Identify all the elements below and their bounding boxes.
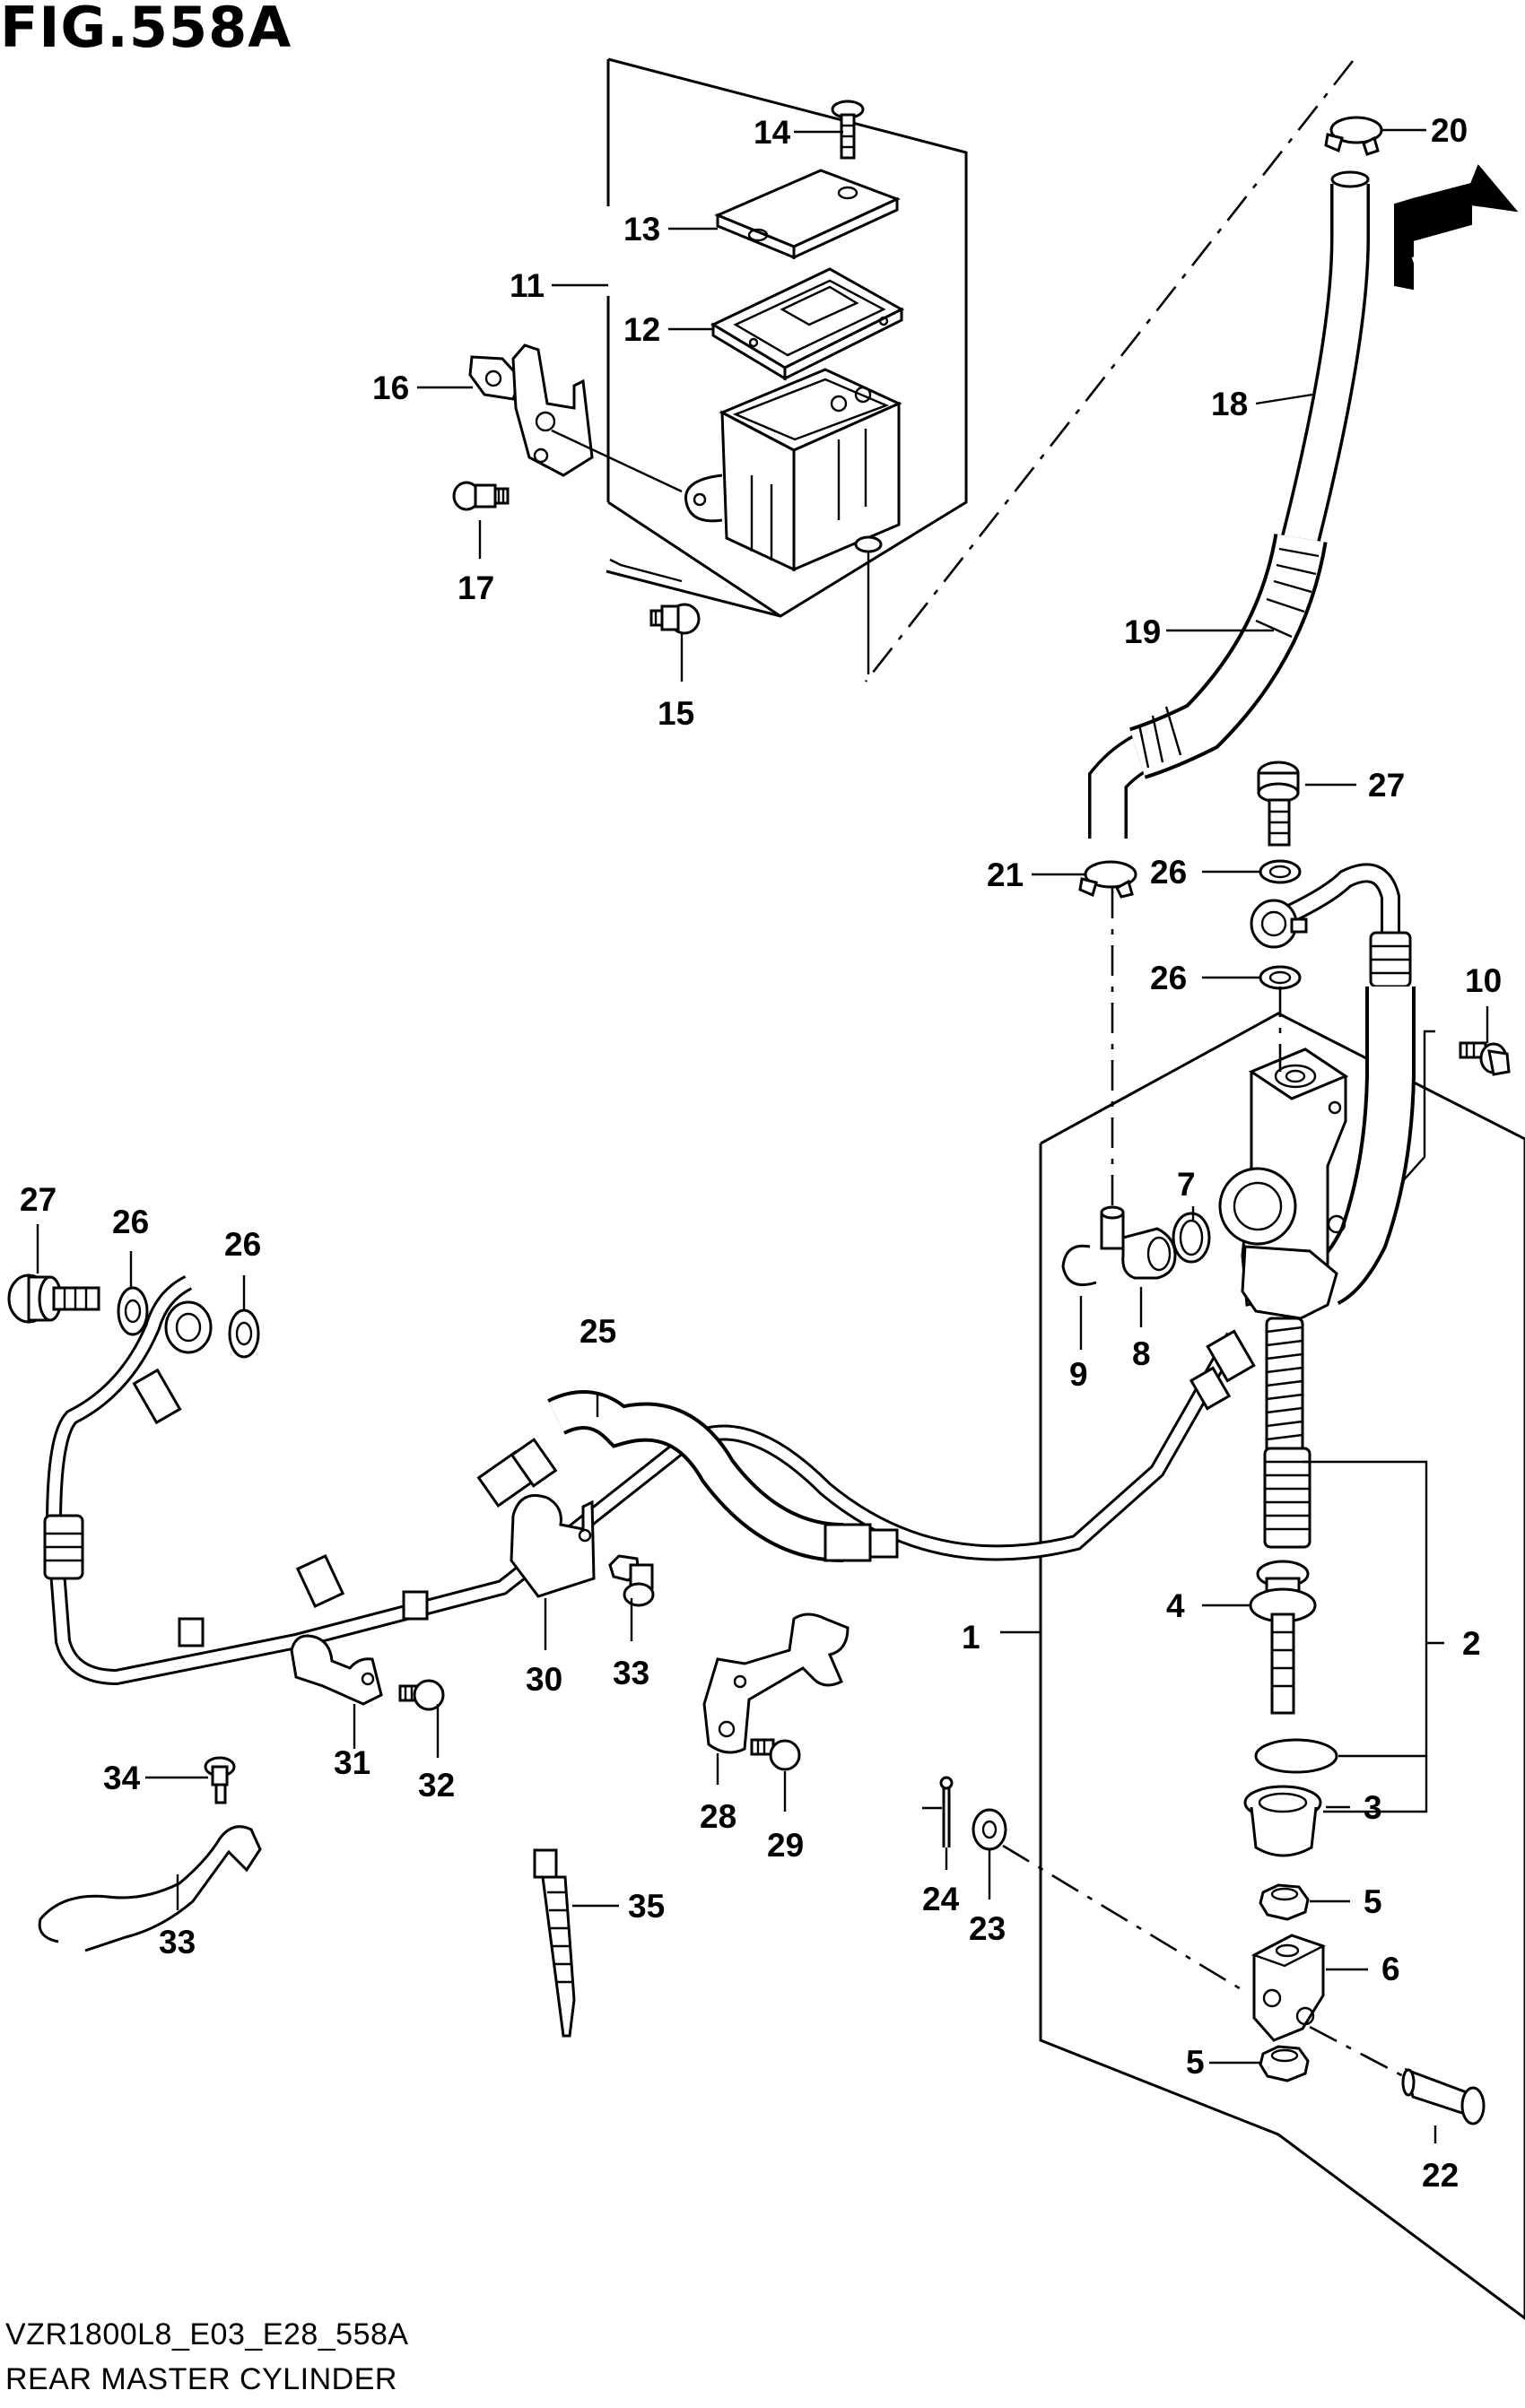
- hose-clamp-upper: [1324, 116, 1383, 156]
- callout-6: 6: [1381, 1951, 1400, 1987]
- callout-26b: 26: [1150, 960, 1187, 996]
- clamp-bolt-32: [398, 1679, 445, 1711]
- circlip-9: [1061, 1244, 1097, 1287]
- callout-26a: 26: [1150, 854, 1187, 891]
- bracket-bolt-29: [750, 1738, 801, 1771]
- callout-9: 9: [1069, 1356, 1088, 1393]
- callout-14: 14: [754, 114, 791, 151]
- hose-bracket-28: [702, 1613, 850, 1754]
- clevis: [1251, 1934, 1327, 2042]
- callout-24: 24: [922, 1881, 960, 1917]
- callout-27b: 27: [20, 1181, 57, 1218]
- bolt-34: [204, 1756, 236, 1804]
- callout-20: 20: [1431, 112, 1468, 149]
- cotter-pin: [939, 1776, 954, 1847]
- upper-banjo-pipe: [1250, 863, 1416, 1306]
- leader-lines: [36, 128, 1489, 2143]
- banjo-fitting-lower: [164, 1300, 213, 1354]
- reservoir-body: [684, 368, 902, 674]
- dust-boot: [1243, 1785, 1322, 1857]
- callout-18: 18: [1211, 386, 1248, 422]
- callout-3: 3: [1364, 1789, 1382, 1826]
- callout-26c: 26: [112, 1204, 149, 1240]
- callout-34: 34: [103, 1760, 141, 1796]
- washer-lower: [1259, 965, 1302, 990]
- callout-labels: 1 2 3 4 5 5 6 7 8 9 10 11 12 13 14 15 16…: [20, 112, 1502, 2194]
- callout-26d: 26: [224, 1226, 261, 1263]
- o-ring: [1172, 1212, 1211, 1264]
- callout-11: 11: [510, 267, 545, 304]
- callout-28: 28: [700, 1798, 736, 1835]
- callout-19: 19: [1124, 613, 1161, 650]
- hose-clamp-lower: [1078, 860, 1137, 899]
- hose-connector: [1100, 1205, 1177, 1280]
- banjo-bolt-upper: [1257, 761, 1300, 847]
- callout-27a: 27: [1368, 767, 1405, 804]
- reservoir-cap: [714, 169, 901, 260]
- clamp-bolt-33: [608, 1554, 655, 1607]
- callout-32: 32: [418, 1767, 455, 1804]
- callout-33b: 33: [159, 1924, 196, 1960]
- callout-16: 16: [372, 369, 409, 406]
- reservoir-cap-screw: [831, 100, 865, 160]
- alignment-lines: [864, 60, 1409, 2081]
- flat-washer: [972, 1808, 1007, 1851]
- wire-clip: [38, 1825, 262, 1952]
- banjo-bolt-lower: [7, 1274, 100, 1324]
- callout-25: 25: [580, 1313, 616, 1350]
- diaphragm-plate: [710, 267, 905, 381]
- bracket-bolt-17: [452, 481, 510, 511]
- callout-17: 17: [458, 569, 494, 606]
- piston-circlip: [1254, 1738, 1338, 1774]
- piston-assembly: [1249, 1447, 1317, 1715]
- callout-7: 7: [1177, 1166, 1196, 1203]
- pipe-clamp-31: [290, 1634, 383, 1706]
- callout-31: 31: [334, 1744, 370, 1781]
- washer-left-2: [228, 1308, 260, 1359]
- master-cylinder-body: [1218, 1048, 1349, 1320]
- callout-33a: 33: [613, 1655, 649, 1691]
- locknut-upper: [1259, 1883, 1310, 1921]
- callout-2: 2: [1462, 1625, 1481, 1662]
- o-ring-inner: [1179, 1219, 1204, 1256]
- callout-5a: 5: [1364, 1883, 1382, 1920]
- callout-10: 10: [1465, 962, 1502, 999]
- hose-clip-bracket: [468, 343, 683, 493]
- reservoir-mount-bolt: [649, 603, 701, 635]
- locknut-lower: [1259, 2045, 1310, 2082]
- callout-23: 23: [969, 1910, 1006, 1947]
- callout-35: 35: [628, 1888, 665, 1925]
- pipe-clamp-30: [510, 1494, 596, 1598]
- callout-30: 30: [526, 1661, 562, 1698]
- piston-spring: [1265, 1317, 1304, 1455]
- brake-hose-25: [43, 1274, 1256, 1686]
- clevis-pin: [1401, 2067, 1486, 2125]
- cable-tie: [533, 1848, 576, 2038]
- callout-12: 12: [623, 311, 660, 348]
- callout-4: 4: [1166, 1587, 1185, 1624]
- callout-29: 29: [767, 1827, 804, 1864]
- figure-caption: REAR MASTER CYLINDER: [5, 2362, 397, 2396]
- callout-22: 22: [1422, 2157, 1459, 2194]
- master-cylinder-frame: [1039, 1012, 1525, 2320]
- callout-5b: 5: [1186, 2044, 1205, 2081]
- bolt-10: [1459, 1041, 1511, 1076]
- figure-title: FIG.558A: [0, 0, 292, 60]
- callout-15: 15: [658, 695, 694, 732]
- callout-21: 21: [987, 856, 1024, 893]
- hose-protector: [1128, 533, 1328, 779]
- callout-1: 1: [962, 1619, 980, 1656]
- washer-upper: [1259, 859, 1302, 884]
- model-code: VZR1800L8_E03_E28_558A: [5, 2317, 409, 2351]
- fwd-arrow-icon: FWD: [1394, 164, 1519, 291]
- callout-13: 13: [623, 211, 660, 248]
- washer-left-1: [117, 1286, 149, 1336]
- callout-8: 8: [1132, 1335, 1151, 1372]
